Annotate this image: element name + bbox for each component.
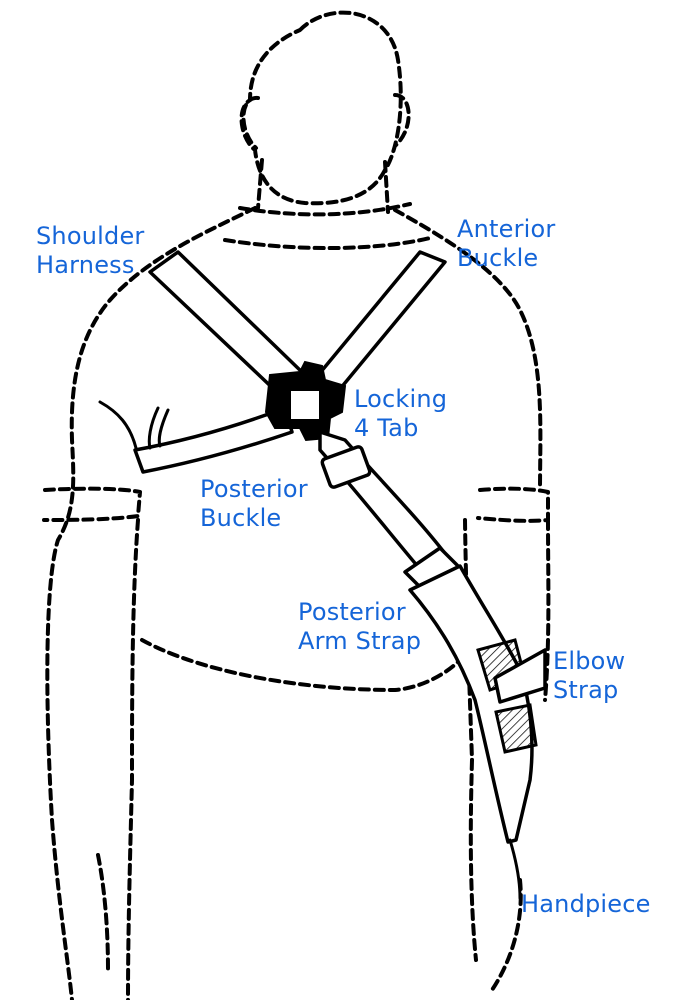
locking-tab-center <box>289 389 321 421</box>
waist-outline <box>140 638 462 692</box>
right-forearm-outline <box>468 758 523 992</box>
right-ear-outline <box>393 93 411 147</box>
posterior-buckle-strap <box>133 406 294 474</box>
posterior-buckle-slider <box>320 445 372 489</box>
collar-outline <box>223 236 432 251</box>
head-outline <box>239 10 403 206</box>
upper-collar-outline <box>238 202 412 217</box>
left-arm-outline <box>126 518 140 1000</box>
torso-outline <box>45 206 257 1000</box>
elbow-strap <box>493 648 547 704</box>
label-locking-tab: Locking 4 Tab <box>354 385 448 442</box>
neck-outline <box>256 158 390 214</box>
left-ear-outline <box>241 96 260 150</box>
right-torso-outline <box>393 208 543 492</box>
strap-loose-ends <box>98 400 170 450</box>
elbow-hatch-lower <box>494 703 538 754</box>
label-posterior-arm-strap: Posterior Arm Strap <box>298 598 422 655</box>
label-anterior-buckle: Anterior Buckle <box>457 215 556 272</box>
label-shoulder-harness: Shoulder Harness <box>36 222 145 279</box>
label-posterior-buckle: Posterior Buckle <box>200 475 308 532</box>
handpiece-line <box>508 838 522 900</box>
shoulder-harness-strap-right <box>308 250 447 397</box>
left-hand-outline <box>96 853 110 972</box>
left-sleeve-outline <box>42 486 142 522</box>
right-sleeve-outline <box>476 486 550 523</box>
label-handpiece: Handpiece <box>521 890 651 918</box>
label-elbow-strap: Elbow Strap <box>553 647 626 704</box>
